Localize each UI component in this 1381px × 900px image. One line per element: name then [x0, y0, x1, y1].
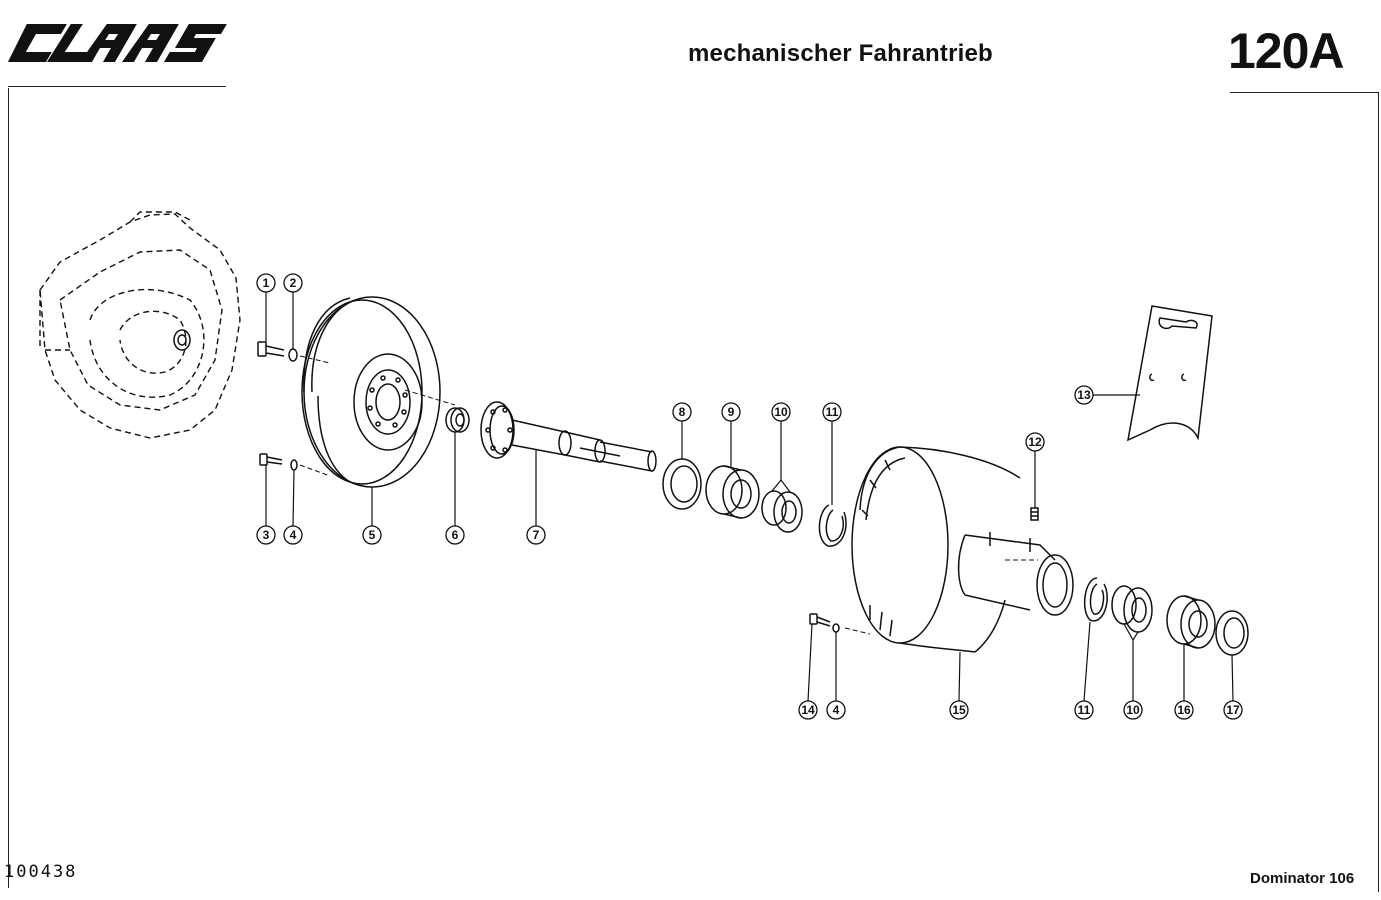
part-4-washer-lower — [832, 623, 840, 633]
callout-4-lower: 4 — [826, 700, 846, 720]
assembly-dash-lines — [299, 355, 1038, 635]
callouts: 1 2 3 4 5 6 7 8 9 10 11 12 13 14 4 15 11… — [256, 273, 1243, 720]
part-5-pulley-disc — [301, 296, 441, 488]
callout-8: 8 — [672, 402, 692, 422]
svg-text:16: 16 — [1177, 703, 1191, 717]
part-17-seal-ring — [1215, 610, 1249, 656]
part-7-flanged-shaft — [480, 401, 657, 472]
callout-16: 16 — [1174, 700, 1194, 720]
callout-1: 1 — [256, 273, 276, 293]
part-1-bolt — [257, 341, 285, 357]
part-3-bolt — [259, 453, 283, 466]
svg-text:4: 4 — [833, 703, 840, 717]
leader-lines — [265, 292, 1234, 702]
svg-text:6: 6 — [452, 528, 459, 542]
page-number: 120A — [1228, 23, 1345, 79]
document-number: 100438 — [4, 862, 78, 882]
svg-text:5: 5 — [369, 528, 376, 542]
gearbox-output-shaft — [173, 329, 191, 351]
gearbox-housing-outline — [39, 211, 241, 439]
part-16-ball-bearing — [1166, 595, 1216, 649]
callout-17: 17 — [1223, 700, 1243, 720]
svg-text:10: 10 — [774, 405, 788, 419]
header-rule-right — [1230, 92, 1378, 93]
svg-text:9: 9 — [728, 405, 735, 419]
callout-12: 12 — [1025, 432, 1045, 452]
svg-text:15: 15 — [952, 703, 966, 717]
header-rule-left — [8, 86, 226, 87]
callout-15: 15 — [949, 700, 969, 720]
page-title: mechanischer Fahrantrieb — [688, 40, 993, 67]
part-13-plate — [1127, 305, 1213, 442]
svg-text:2: 2 — [290, 276, 297, 290]
svg-text:7: 7 — [533, 528, 540, 542]
svg-text:4: 4 — [290, 528, 297, 542]
part-12-grease-nipple — [1030, 507, 1039, 521]
svg-text:10: 10 — [1126, 703, 1140, 717]
callout-14: 14 — [798, 700, 818, 720]
part-11-circlip — [818, 504, 847, 547]
part-11-circlip-right — [1083, 577, 1108, 622]
callout-6: 6 — [445, 525, 465, 545]
callout-11-lower: 11 — [1074, 700, 1094, 720]
frame-right-border — [1378, 92, 1379, 892]
machine-model: Dominator 106 — [1250, 870, 1355, 887]
svg-text:12: 12 — [1028, 435, 1042, 449]
callout-3: 3 — [256, 525, 276, 545]
claas-logo — [8, 24, 227, 62]
callout-13: 13 — [1074, 385, 1094, 405]
svg-text:3: 3 — [263, 528, 270, 542]
callout-9: 9 — [721, 402, 741, 422]
svg-text:11: 11 — [826, 405, 839, 419]
callout-4: 4 — [283, 525, 303, 545]
callout-2: 2 — [283, 273, 303, 293]
callout-7: 7 — [526, 525, 546, 545]
svg-text:1: 1 — [263, 276, 270, 290]
callout-5: 5 — [362, 525, 382, 545]
part-14-screw — [809, 613, 831, 627]
part-10-shims-right — [1111, 585, 1153, 633]
part-6-bearing — [445, 407, 470, 433]
part-8-seal-ring — [662, 458, 702, 510]
svg-text:13: 13 — [1077, 388, 1091, 402]
part-15-housing — [851, 446, 1074, 653]
callout-10: 10 — [771, 402, 791, 422]
part-2-washer — [288, 348, 298, 362]
part-10-shims — [761, 490, 803, 533]
callout-11: 11 — [822, 402, 842, 422]
svg-text:17: 17 — [1226, 703, 1240, 717]
svg-text:11: 11 — [1078, 703, 1091, 717]
part-4-washer — [290, 459, 298, 471]
svg-text:14: 14 — [801, 703, 815, 717]
frame-left-border — [8, 88, 9, 888]
part-9-ball-bearing — [705, 465, 760, 519]
callout-10-lower: 10 — [1123, 700, 1143, 720]
svg-text:8: 8 — [679, 405, 686, 419]
